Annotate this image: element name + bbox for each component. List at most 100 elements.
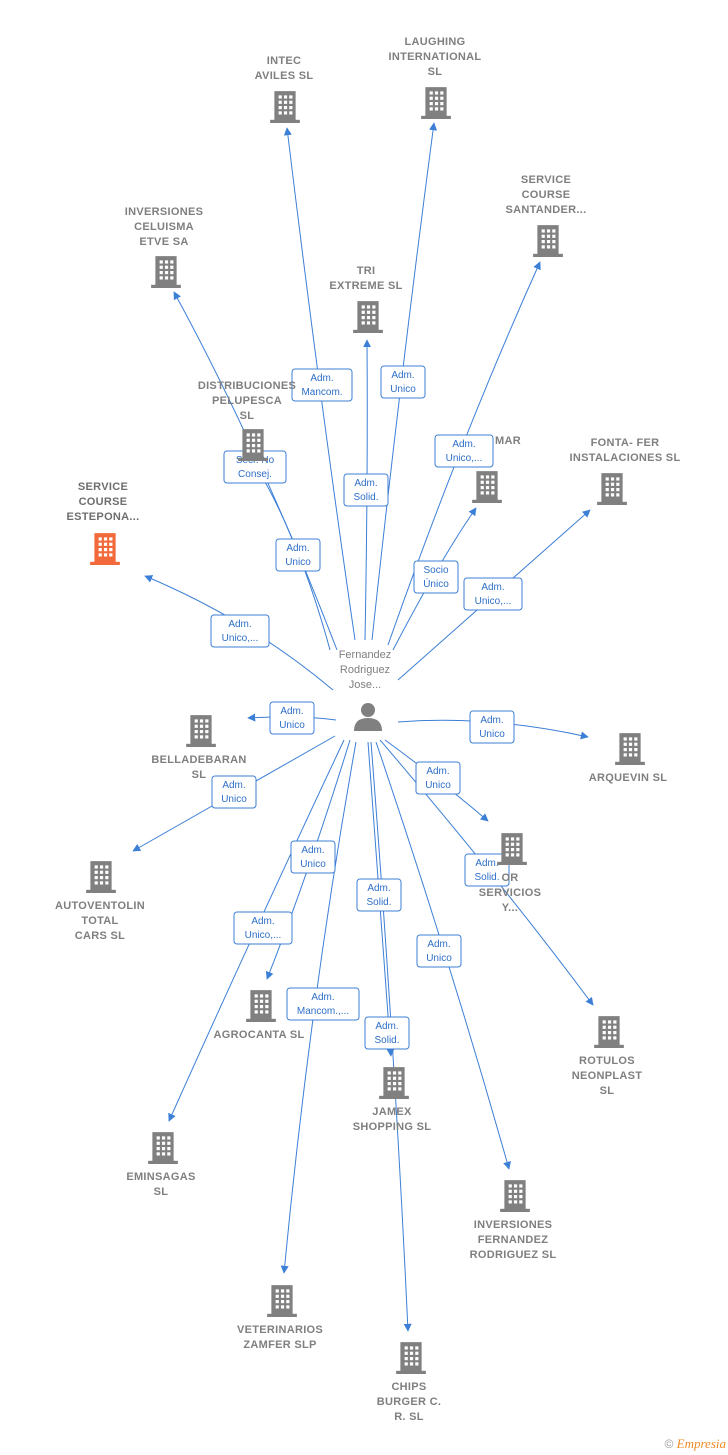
company-label: INSTALACIONES SL: [570, 452, 681, 464]
company-distribuciones[interactable]: DISTRIBUCIONES PELUPESCA SL: [198, 380, 296, 461]
company-label: SL: [154, 1186, 169, 1198]
role-label-belladebaran[interactable]: Adm. Unico: [269, 701, 315, 735]
role-label-text: Adm.: [310, 373, 333, 384]
role-label-box: [275, 538, 321, 572]
company-label: ESTEPONA...: [67, 511, 140, 523]
building-icon: [594, 1016, 624, 1048]
role-label-box: [416, 934, 462, 968]
brand-logo[interactable]: Empresia: [676, 1436, 726, 1451]
role-label-box: [211, 775, 257, 809]
company-or-servicios[interactable]: OR SERVICIOS Y...: [479, 833, 541, 914]
building-icon: [472, 471, 502, 503]
role-label-chips[interactable]: Adm.Solid.: [364, 1016, 410, 1050]
company-tri-extreme[interactable]: TRI EXTREME SL: [329, 265, 402, 333]
company-service-santander[interactable]: SERVICECOURSESANTANDER...: [505, 174, 586, 257]
company-label: SERVICE: [78, 481, 128, 493]
company-label: DISTRIBUCIONES: [198, 380, 296, 392]
company-label: PELUPESCA: [212, 395, 282, 407]
building-icon: [597, 473, 627, 505]
company-intec[interactable]: INTEC AVILES SL: [255, 55, 314, 123]
building-icon: [421, 87, 451, 119]
role-label-tri-extreme[interactable]: Adm.Solid.: [343, 473, 389, 507]
role-label-text: Unico: [479, 729, 505, 740]
person-icon: [354, 703, 382, 731]
company-label: INTEC: [267, 55, 302, 67]
role-label-autoventolin[interactable]: Adm.Unico: [211, 775, 257, 809]
role-label-text: Mancom.: [301, 387, 342, 398]
role-label-text: Solid.: [474, 872, 499, 883]
role-label-arquevin[interactable]: Adm.Unico: [469, 710, 515, 744]
company-label: EXTREME SL: [329, 280, 402, 292]
role-label-text: Adm.: [280, 706, 303, 717]
role-label-text: Adm.: [311, 992, 334, 1003]
role-label-text: Unico: [279, 720, 305, 731]
role-label-box: [364, 1016, 410, 1050]
building-icon: [615, 733, 645, 765]
role-label-service-santander[interactable]: Adm.Unico,...: [434, 434, 494, 468]
role-label-text: Adm.: [354, 478, 377, 489]
company-label: CELUISMA: [134, 221, 194, 233]
role-label-text: Adm.: [481, 582, 504, 593]
company-arquevin[interactable]: ARQUEVIN SL: [589, 733, 667, 784]
building-icon: [379, 1067, 409, 1099]
building-icon: [238, 429, 268, 461]
company-label: SHOPPING SL: [353, 1121, 431, 1133]
role-label-box: [434, 434, 494, 468]
role-label-text: Unico: [285, 557, 311, 568]
role-label-jamex[interactable]: Adm.Solid.: [356, 878, 402, 912]
role-label-eminsagas[interactable]: Adm.Unico,...: [233, 911, 293, 945]
role-label-text: Unico,...: [446, 453, 483, 464]
company-label: AVILES SL: [255, 70, 314, 82]
role-label-service-estepona[interactable]: Adm.Unico,...: [210, 614, 270, 648]
company-label: Y...: [502, 902, 519, 914]
role-label-agrocanta[interactable]: Adm.Unico: [290, 840, 336, 874]
role-label-laughing[interactable]: Adm.Unico: [380, 365, 426, 399]
role-label-text: Unico: [390, 384, 416, 395]
role-label-inversiones-fernandez[interactable]: Adm.Unico: [416, 934, 462, 968]
role-label-or-servicios[interactable]: Adm.Unico: [415, 761, 461, 795]
company-label: TRI: [357, 265, 376, 277]
role-label-text: Adm.: [286, 543, 309, 554]
company-label: SL: [240, 410, 255, 422]
role-label-box: [269, 701, 315, 735]
company-service-estepona[interactable]: SERVICECOURSEESTEPONA...: [67, 481, 140, 565]
role-label-veterinarios[interactable]: Adm.Mancom.,...: [286, 987, 360, 1021]
role-label-text: Adm.: [301, 845, 324, 856]
building-icon: [267, 1285, 297, 1317]
building-icon: [500, 1180, 530, 1212]
role-label-box: [291, 368, 353, 402]
center-person[interactable]: FernandezRodriguezJose...: [339, 649, 392, 731]
company-agrocanta[interactable]: AGROCANTA SL: [214, 990, 305, 1041]
company-label: OR: [501, 872, 518, 884]
company-mar[interactable]: MAR: [472, 435, 521, 503]
company-label: LAUGHING: [404, 36, 465, 48]
role-label-box: [286, 987, 360, 1021]
role-label-fonta[interactable]: Adm.Unico,...: [463, 577, 523, 611]
building-icon: [148, 1132, 178, 1164]
company-label: ZAMFER SLP: [243, 1339, 316, 1351]
role-label-text: Unico: [426, 953, 452, 964]
company-label: INTERNATIONAL: [389, 51, 482, 63]
role-label-box: [356, 878, 402, 912]
company-label: ETVE SA: [139, 236, 188, 248]
role-label-intec[interactable]: Adm. Mancom.: [291, 368, 353, 402]
role-label-text: Adm.: [375, 1021, 398, 1032]
company-label: SERVICIOS: [479, 887, 541, 899]
role-label-inversiones-celuisma[interactable]: Adm. Unico: [275, 538, 321, 572]
company-label: CHIPS: [391, 1381, 426, 1393]
role-label-box: [469, 710, 515, 744]
company-label: MAR: [495, 435, 521, 447]
